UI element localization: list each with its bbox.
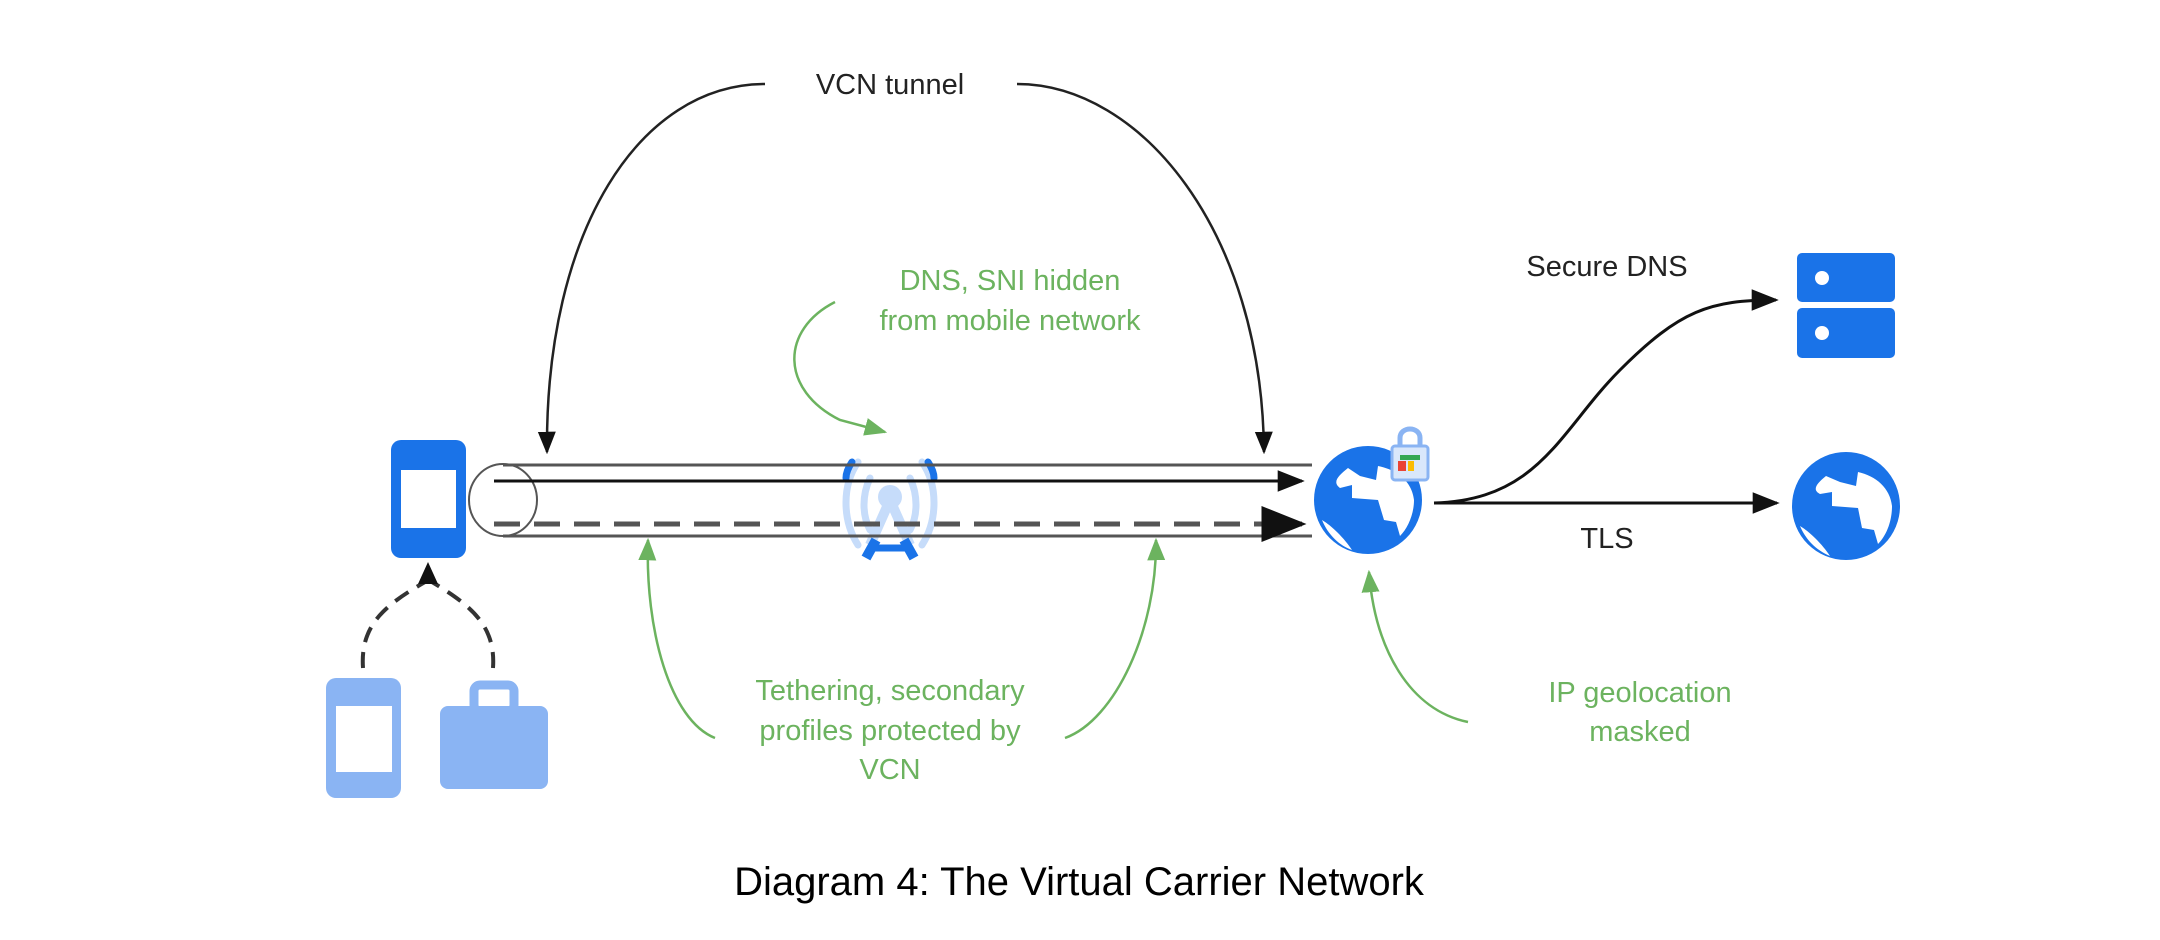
vcn-tunnel-arrow-left — [537, 82, 766, 455]
tethering-label-line1: Tethering, secondary — [755, 675, 1025, 707]
vcn-tunnel — [468, 463, 1312, 542]
internet-globe-icon — [1792, 452, 1900, 560]
tethering-label-line2: profiles protected by — [759, 715, 1021, 747]
tls-label: TLS — [1580, 523, 1633, 555]
lock-icon — [1390, 426, 1430, 482]
dns-sni-label-line1: DNS, SNI hidden — [900, 265, 1121, 297]
tethering-arrow-left — [638, 537, 716, 740]
ip-geo-arrow — [1361, 569, 1469, 724]
secure-dns-arrow — [1433, 289, 1779, 505]
vcn-tunnel-arrow-right — [1016, 82, 1273, 455]
diagram-caption: Diagram 4: The Virtual Carrier Network — [734, 860, 1425, 904]
secure-dns-label: Secure DNS — [1526, 251, 1687, 283]
dns-sni-arrow — [793, 300, 888, 436]
vcn-tunnel-label: VCN tunnel — [816, 69, 964, 101]
dns-sni-label-line2: from mobile network — [879, 305, 1141, 337]
ip-geo-label-line2: masked — [1589, 716, 1691, 748]
ip-geo-label-line1: IP geolocation — [1548, 677, 1731, 709]
merge-arrowhead — [418, 562, 438, 584]
tethering-arrow-right — [1064, 537, 1166, 740]
tethering-label-line3: VCN — [859, 754, 920, 786]
tethered-phone-icon — [326, 678, 401, 798]
briefcase-icon — [440, 680, 548, 789]
server-icon — [1797, 253, 1895, 358]
primary-phone-icon — [391, 440, 466, 558]
cell-tower-icon — [842, 458, 938, 561]
tethered-device-arrow — [360, 569, 430, 669]
work-profile-arrow — [430, 580, 496, 669]
tunnel-mouth — [468, 463, 538, 537]
